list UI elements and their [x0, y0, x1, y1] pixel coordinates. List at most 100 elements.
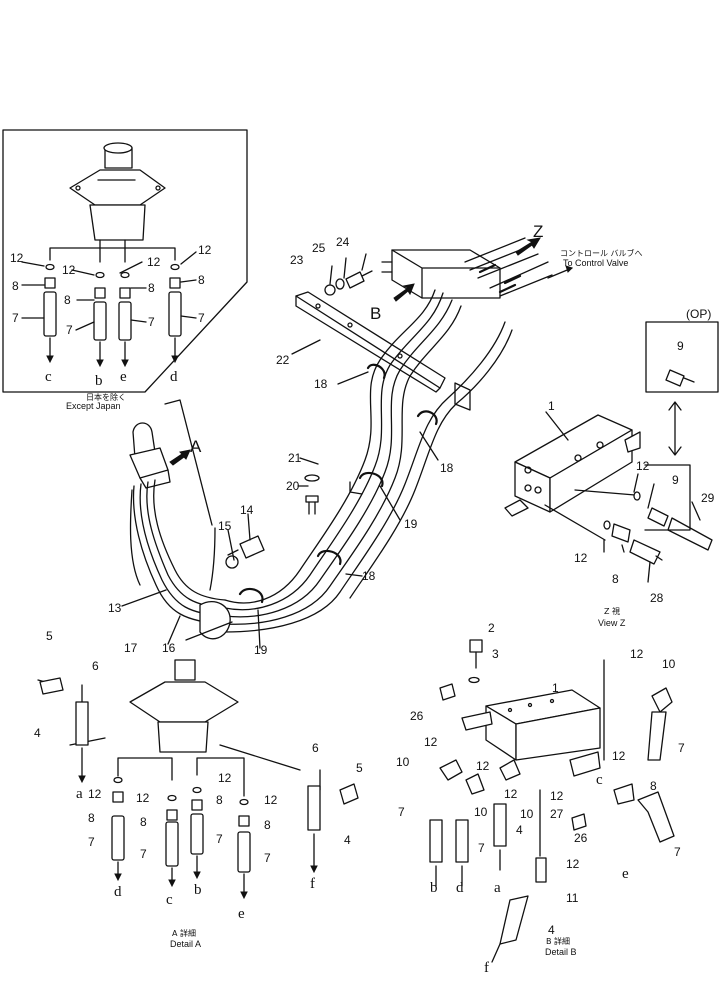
detail-a-port-b: b: [194, 882, 202, 898]
callout-14: 14: [240, 503, 254, 517]
detail-b-port-f: f: [484, 960, 489, 976]
callout-28: 28: [650, 591, 664, 605]
callout-8-view-z: 8: [612, 572, 619, 586]
control-valve-connector: [381, 237, 553, 299]
detail-a-port-c: c: [166, 892, 173, 908]
view-z-letter: Z: [533, 222, 543, 241]
callout-19-b: 19: [254, 643, 268, 657]
detail-a-callout-12a: 12: [88, 787, 102, 801]
callout-19-a: 19: [404, 517, 418, 531]
arrow-z: [515, 237, 541, 256]
detail-b-port-d: d: [456, 880, 464, 896]
detail-b-callout-10d: 10: [520, 807, 534, 821]
callout-9-view-z: 9: [672, 473, 679, 487]
view-z-fittings: [603, 491, 713, 565]
detail-a-callout-5b: 5: [356, 761, 363, 775]
detail-b-port-e: e: [622, 866, 629, 882]
detail-a: [37, 659, 359, 900]
detail-b: [429, 639, 675, 963]
inset-label-7c: 7: [148, 315, 155, 329]
detail-a-callout-6b: 6: [312, 741, 319, 755]
hose-bundle: [132, 289, 513, 640]
detail-b-port-b: b: [430, 880, 438, 896]
detail-a-en: Detail A: [170, 939, 201, 949]
callout-18-c: 18: [362, 569, 376, 583]
view-z-valve: [504, 414, 641, 541]
detail-a-port-e: e: [238, 906, 245, 922]
view-b-letter: B: [370, 304, 381, 323]
inset-except-japan: 12 8 7 12 8 7 12 8 7 12 8 7 c b e d 日本を除…: [2, 129, 248, 411]
detail-b-callout-26a: 26: [410, 709, 424, 723]
inset-port-c: c: [45, 369, 52, 385]
callout-20: 20: [286, 479, 300, 493]
except-japan-ja: 日本を除く: [86, 392, 126, 402]
callout-24: 24: [336, 235, 350, 249]
except-japan-en: Except Japan: [66, 401, 121, 411]
detail-b-callout-4a: 4: [516, 823, 523, 837]
detail-b-callout-7c: 7: [398, 805, 405, 819]
arrow-b: [393, 283, 415, 302]
callout-18-a: 18: [314, 377, 328, 391]
detail-a-callout-8b: 8: [140, 815, 147, 829]
callout-18-b: 18: [440, 461, 454, 475]
inset-label-8a: 8: [12, 279, 19, 293]
detail-b-callout-8: 8: [650, 779, 657, 793]
detail-a-callout-5a: 5: [46, 629, 53, 643]
callout-25: 25: [312, 241, 326, 255]
view-z-ja: Z 視: [604, 607, 620, 616]
inset-label-12c: 12: [147, 255, 161, 269]
detail-b-en: Detail B: [545, 947, 577, 957]
detail-b-callout-12e: 12: [550, 789, 564, 803]
callout-13: 13: [108, 601, 122, 615]
detail-b-callout-7b: 7: [674, 845, 681, 859]
inset-label-8d: 8: [198, 273, 205, 287]
op-label: (OP): [686, 307, 711, 321]
inset-frame: [2, 129, 248, 393]
detail-a-callout-8c: 8: [216, 793, 223, 807]
detail-a-port-d: d: [114, 884, 122, 900]
inset-port-d: d: [170, 369, 178, 385]
inset-label-7a: 7: [12, 311, 19, 325]
detail-b-callout-10a: 10: [662, 657, 676, 671]
detail-b-callout-26b: 26: [574, 831, 588, 845]
detail-b-callout-10c: 10: [474, 805, 488, 819]
callout-17: 17: [124, 641, 138, 655]
callout-9-op: 9: [677, 339, 684, 353]
detail-a-callout-8d: 8: [264, 818, 271, 832]
inset-label-8c: 8: [148, 281, 155, 295]
detail-b-callout-12b: 12: [424, 735, 438, 749]
detail-a-callout-7d: 7: [264, 851, 271, 865]
detail-b-callout-7a: 7: [678, 741, 685, 755]
detail-a-callout-12d: 12: [264, 793, 278, 807]
pilot-valve-body: [69, 142, 166, 241]
detail-a-callout-7c: 7: [216, 832, 223, 846]
detail-a-callout-7b: 7: [140, 847, 147, 861]
detail-a-port-a: a: [76, 786, 83, 802]
callout-16: 16: [162, 641, 176, 655]
to-control-valve-en: To Control Valve: [563, 258, 628, 268]
arrow-a: [169, 449, 191, 466]
detail-a-callout-7a: 7: [88, 835, 95, 849]
clamps: [238, 363, 438, 604]
detail-b-callout-12g: 12: [566, 857, 580, 871]
detail-a-ja: A 詳細: [172, 928, 196, 938]
detail-a-callout-8a: 8: [88, 811, 95, 825]
inset-label-7b: 7: [66, 323, 73, 337]
detail-b-callout-12f: 12: [612, 749, 626, 763]
pilot-valve-lever: [129, 399, 216, 591]
inset-label-12d: 12: [198, 243, 212, 257]
op-box: [644, 321, 719, 531]
callout-29: 29: [701, 491, 715, 505]
detail-b-ja: B 詳細: [546, 936, 570, 946]
inset-label-12b: 12: [62, 263, 76, 277]
detail-b-port-a: a: [494, 880, 501, 896]
callout-12-view-z-a: 12: [636, 459, 650, 473]
detail-b-callout-4b: 4: [548, 923, 555, 937]
callout-15: 15: [218, 519, 232, 533]
callout-23: 23: [290, 253, 304, 267]
detail-a-port-f: f: [310, 876, 315, 892]
inset-fittings: [43, 263, 182, 368]
callout-22: 22: [276, 353, 290, 367]
